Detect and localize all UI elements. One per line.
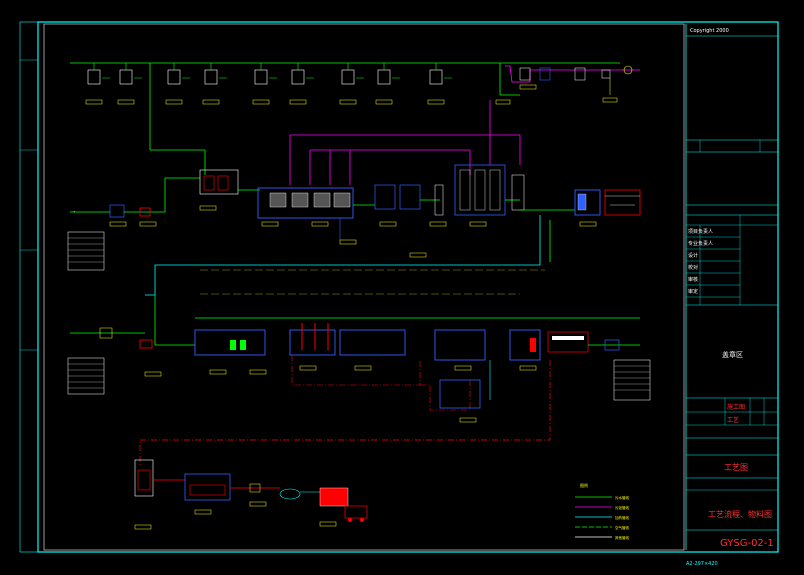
equipment-tag xyxy=(134,524,152,530)
row-label-4: 校对 xyxy=(688,264,698,271)
drawing-number: GYSG-02-1 xyxy=(720,538,774,549)
equipment-tag xyxy=(311,221,329,227)
dosing-tank xyxy=(85,63,110,105)
equipment-tag xyxy=(299,365,317,371)
svg-text:→: → xyxy=(72,209,76,214)
top-right-units xyxy=(495,63,640,105)
row-label-1: 项目负责人 xyxy=(688,228,713,235)
dosing-tank xyxy=(117,63,142,105)
binding-strip xyxy=(19,21,39,553)
pipe-legend: 图例 污水管线 污泥管线 加药管线 空气管线 其他管线 xyxy=(575,482,629,540)
equipment-tag xyxy=(109,221,127,227)
stamp-label: 盖章区 xyxy=(722,350,743,359)
equipment-tag xyxy=(209,369,227,375)
equipment-tag xyxy=(144,371,162,377)
equipment-tag xyxy=(261,221,279,227)
dosing-tank xyxy=(165,63,190,105)
process-row-1: → xyxy=(70,164,641,296)
dosing-tank-row xyxy=(85,63,452,105)
drawing-title: 工艺流程、物料图 xyxy=(708,509,772,519)
dosing-tank xyxy=(289,63,314,105)
equipment-tag xyxy=(249,369,267,375)
legend-title: 图例 xyxy=(580,482,588,488)
revision-label: 施工图 xyxy=(727,403,745,411)
equipment-tag xyxy=(459,417,477,423)
legend-item-2: 污泥管线 xyxy=(615,505,629,510)
equipment-tag xyxy=(454,365,472,371)
dosing-tank xyxy=(202,63,227,105)
info-table-2 xyxy=(67,357,105,395)
equipment-tag xyxy=(469,221,487,227)
dosing-tank xyxy=(375,63,400,105)
section-title: 工艺图 xyxy=(724,463,748,472)
equipment-tag xyxy=(429,221,447,227)
equipment-tag xyxy=(139,221,157,227)
signature-rows: 项目负责人 专业负责人 设计 校对 审核 审定 xyxy=(686,215,778,306)
sludge-dewatering xyxy=(134,459,368,522)
equipment-tag xyxy=(579,221,597,227)
row-label-6: 审定 xyxy=(688,288,698,295)
equipment-tag xyxy=(199,205,217,211)
equipment-tag xyxy=(354,365,372,371)
equipment-tag xyxy=(519,365,537,371)
legend-item-5: 其他管线 xyxy=(615,535,629,540)
equipment-tag xyxy=(379,221,397,227)
info-table-1 xyxy=(67,231,105,271)
equipment-tag xyxy=(409,252,427,258)
row-label-2: 专业负责人 xyxy=(688,240,713,247)
legend-item-4: 空气管线 xyxy=(615,525,629,530)
dosing-tank xyxy=(339,63,364,105)
legend-item-3: 加药管线 xyxy=(615,515,629,520)
project-header: Copyright 2000 xyxy=(690,28,729,34)
equipment-tag xyxy=(339,239,357,245)
bottom-code: A2-297×420 xyxy=(686,561,718,567)
info-table-3 xyxy=(613,359,651,401)
title-block: Copyright 2000 项目负责人 专业负责人 设计 校对 审核 审定 盖 xyxy=(685,24,778,567)
equipment-tag xyxy=(319,521,337,527)
sludge-lines-top xyxy=(289,100,521,185)
dosing-tank xyxy=(252,63,277,105)
equipment-tags xyxy=(109,205,597,530)
legend-item-1: 污水管线 xyxy=(615,495,629,500)
process-row-2 xyxy=(70,295,640,465)
dosing-tank xyxy=(427,63,452,105)
process-label: 工艺 xyxy=(727,416,739,424)
equipment-tag xyxy=(194,509,212,515)
row-label-3: 设计 xyxy=(688,252,698,259)
sheet-border xyxy=(37,21,779,553)
sheet-inner-border xyxy=(43,23,685,551)
row-label-5: 审核 xyxy=(688,276,698,283)
equipment-tag xyxy=(249,501,267,507)
